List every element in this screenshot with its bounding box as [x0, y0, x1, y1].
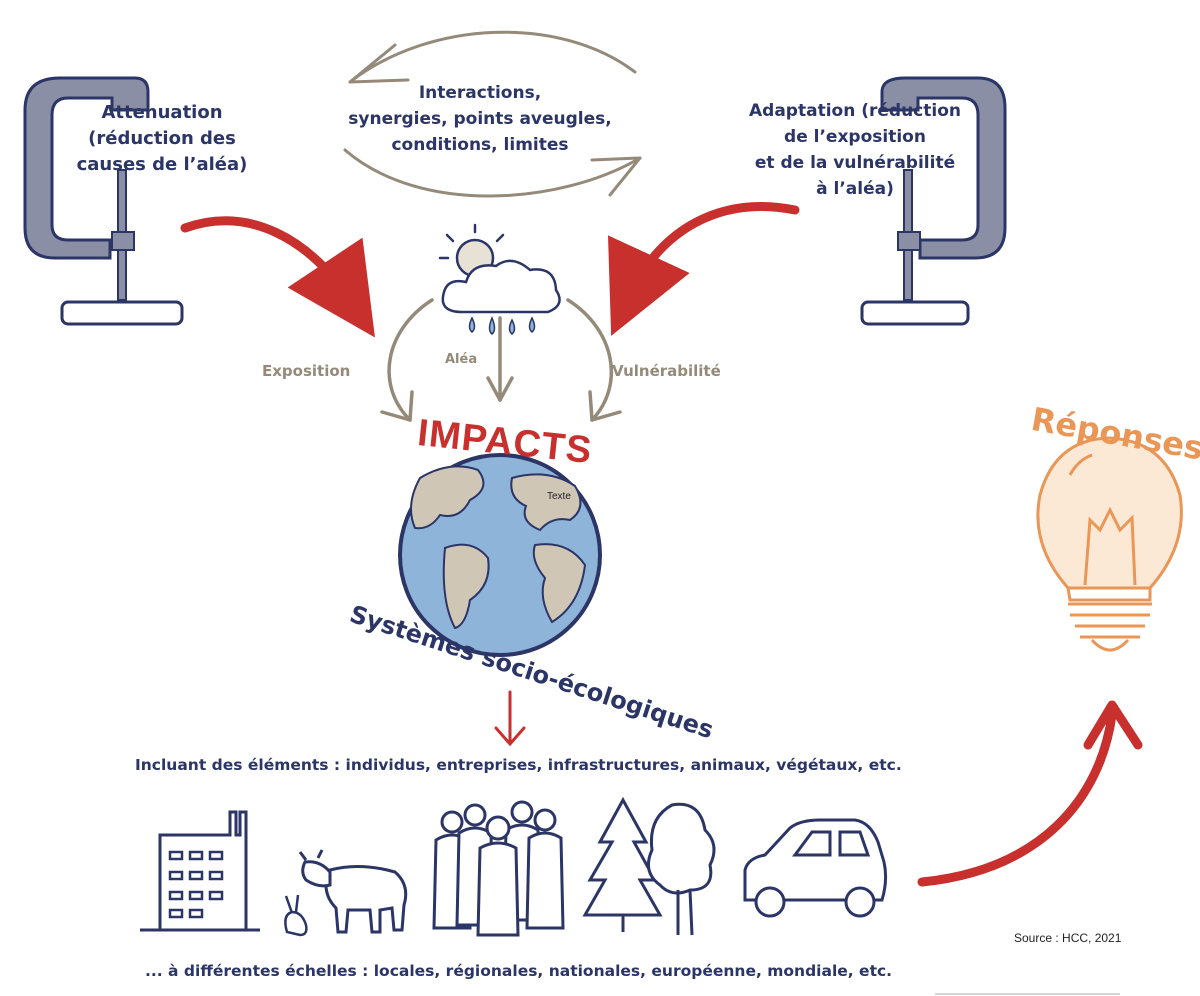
cow-icon: [298, 849, 408, 934]
rabbit-icon: [284, 894, 308, 937]
exposition-label: Exposition: [262, 362, 351, 380]
responses-arrow: [917, 710, 1117, 887]
clamp-icon: [23, 76, 184, 326]
people-icon: [432, 800, 565, 937]
car-icon: [743, 818, 888, 918]
clamp-icon: [860, 76, 1007, 326]
earth-icon: [398, 453, 602, 657]
source-label: Source : HCC, 2021: [1014, 931, 1122, 945]
weather-icon: [438, 223, 561, 335]
building-icon: [140, 810, 260, 932]
interactions-label: Interactions, synergies, points aveugles…: [348, 83, 612, 155]
alea-label: Aléa: [445, 352, 478, 367]
convergence-arrows-icon: [380, 298, 622, 422]
scales-caption: ... à différentes échelles : locales, ré…: [145, 962, 893, 980]
adaptation-arrow: [608, 202, 800, 336]
interactions-cycle-icon: [343, 30, 642, 198]
down-arrow-icon: [494, 690, 526, 747]
mitigation-arrow: [180, 216, 375, 338]
lightbulb-icon: [1036, 436, 1183, 652]
trees-icon: [582, 796, 716, 936]
responses-arrow-head: [1083, 700, 1143, 750]
earth-text-label: Texte: [547, 491, 571, 502]
adaptation-label: Adaptation (réduction de l’exposition et…: [749, 101, 961, 199]
elements-caption: Incluant des éléments : individus, entre…: [135, 756, 902, 774]
vulnerabilite-label: Vulnérabilité: [612, 362, 721, 380]
mitigation-label: Attenuation (réduction des causes de l’a…: [76, 102, 248, 175]
